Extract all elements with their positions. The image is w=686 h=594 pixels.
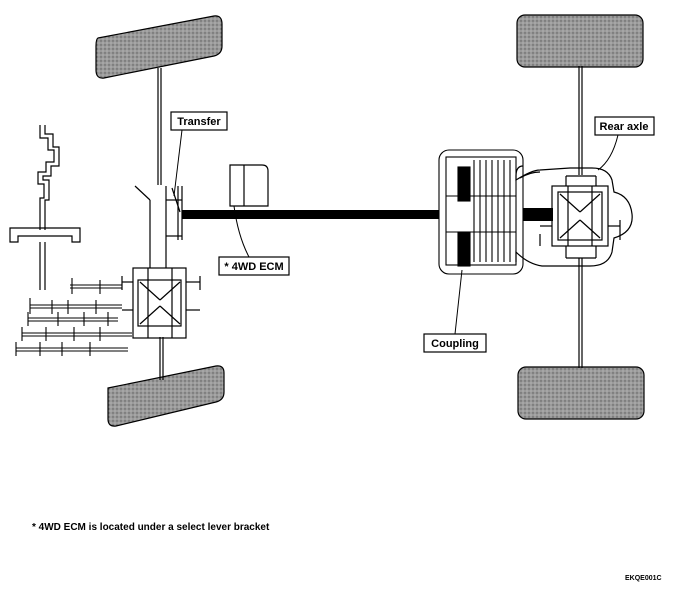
transfer-callout: Transfer xyxy=(170,111,228,197)
front-right-wheel xyxy=(107,365,225,427)
footnote: * 4WD ECM is located under a select leve… xyxy=(32,522,270,533)
ecm-label: * 4WD ECM xyxy=(224,261,283,273)
coupling xyxy=(438,149,524,275)
rear-right-wheel xyxy=(517,366,645,420)
front-differential xyxy=(121,267,201,339)
transfer-label: Transfer xyxy=(177,116,221,128)
rear-axle-label: Rear axle xyxy=(600,121,649,133)
coupling-pack-upper xyxy=(457,166,471,202)
coupling-label: Coupling xyxy=(431,338,479,350)
coupling-output-shaft xyxy=(523,208,553,221)
propeller-shaft xyxy=(182,210,530,219)
figure-code: EKQE001C xyxy=(625,575,662,582)
rear-differential xyxy=(515,165,633,267)
coupling-pack-lower xyxy=(457,231,471,267)
rear-axle-callout: Rear axle xyxy=(594,116,655,171)
engine-outline xyxy=(9,125,81,290)
front-left-wheel xyxy=(95,15,223,79)
transmission-gears xyxy=(15,278,132,356)
rear-left-wheel xyxy=(516,14,644,68)
front-axle-shaft xyxy=(157,68,164,380)
rear-axle-shaft xyxy=(578,66,583,368)
ecm-unit xyxy=(229,164,269,207)
transfer-case xyxy=(134,185,183,268)
ecm-callout: * 4WD ECM xyxy=(218,205,290,276)
coupling-callout: Coupling xyxy=(423,269,487,353)
